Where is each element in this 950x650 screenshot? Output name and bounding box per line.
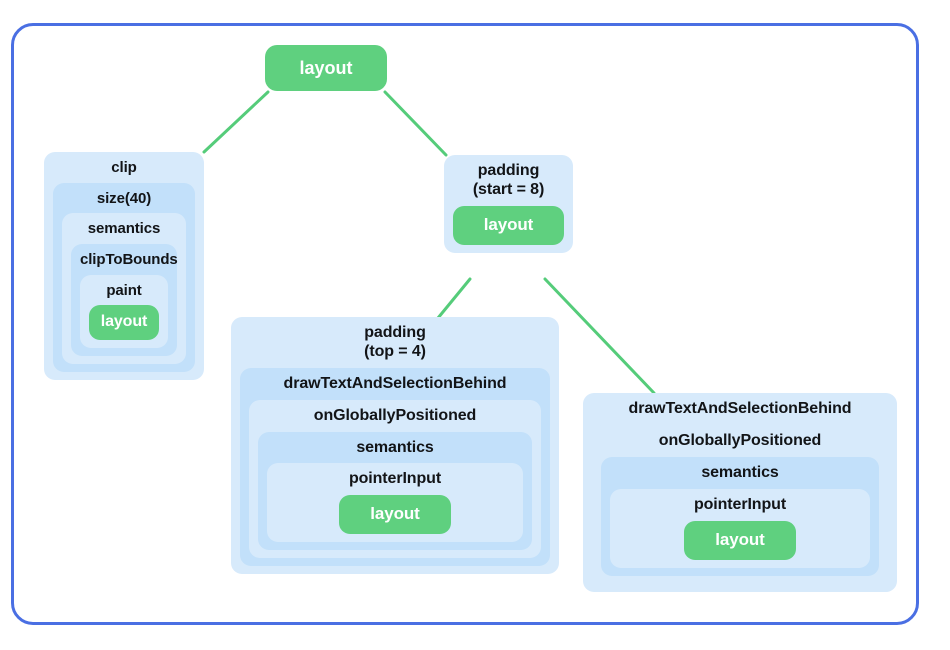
node-root-layout[interactable]: layout	[265, 45, 387, 91]
modifier-padding-start[interactable]: padding (start = 8) layout	[444, 155, 573, 253]
stack-draw-text: drawTextAndSelectionBehind onGloballyPos…	[583, 393, 897, 592]
modifier-draw-text-and-selection-behind[interactable]: drawTextAndSelectionBehind onGloballyPos…	[240, 367, 550, 567]
modifier-pointer-input[interactable]: pointerInput layout	[267, 463, 523, 543]
modifier-pointer-input-label: pointerInput	[348, 470, 442, 488]
modifier-on-globally-positioned-label: onGloballyPositioned	[313, 406, 477, 424]
modifier-pointer-input-right-label: pointerInput	[693, 495, 787, 513]
modifier-padding-top-label: padding (top = 4)	[364, 324, 426, 360]
modifier-semantics-right[interactable]: semantics pointerInput layout	[601, 456, 879, 576]
modifier-paint[interactable]: paint layout	[80, 274, 168, 349]
modifier-padding-start-label: padding (start = 8)	[472, 162, 545, 198]
modifier-semantics-right-label: semantics	[701, 463, 779, 481]
stack-padding-start: padding (start = 8) layout	[444, 155, 573, 253]
node-padding-start-layout[interactable]: layout	[453, 205, 564, 245]
node-clip-layout[interactable]: layout	[89, 305, 159, 341]
modifier-draw-text-and-selection-behind-right[interactable]: drawTextAndSelectionBehind onGloballyPos…	[583, 393, 897, 592]
modifier-on-globally-positioned-right-label: onGloballyPositioned	[658, 431, 822, 449]
modifier-semantics-mid-label: semantics	[356, 438, 434, 456]
modifier-clip[interactable]: clip size(40) semantics clipToBounds pai…	[44, 152, 204, 381]
modifier-size[interactable]: size(40) semantics clipToBounds paint la…	[53, 182, 195, 373]
node-draw-text-layout[interactable]: layout	[684, 520, 796, 560]
modifier-paint-label: paint	[106, 281, 142, 299]
modifier-semantics-label: semantics	[87, 220, 161, 238]
modifier-semantics[interactable]: semantics clipToBounds paint layout	[62, 213, 186, 365]
stack-clip: clip size(40) semantics clipToBounds pai…	[44, 152, 204, 381]
modifier-clip-to-bounds-label: clipToBounds	[80, 251, 178, 269]
modifier-clip-to-bounds[interactable]: clipToBounds paint layout	[71, 244, 178, 357]
node-padding-top-layout[interactable]: layout	[339, 495, 451, 535]
modifier-size-label: size(40)	[96, 189, 152, 207]
modifier-on-globally-positioned-right[interactable]: onGloballyPositioned semantics pointerIn…	[592, 424, 888, 584]
modifier-padding-top[interactable]: padding (top = 4) drawTextAndSelectionBe…	[231, 317, 559, 575]
modifier-semantics-mid[interactable]: semantics pointerInput layout	[258, 431, 532, 551]
modifier-clip-label: clip	[111, 159, 137, 176]
modifier-draw-text-and-selection-behind-label: drawTextAndSelectionBehind	[283, 374, 507, 392]
stack-padding-top: padding (top = 4) drawTextAndSelectionBe…	[231, 317, 559, 575]
modifier-on-globally-positioned[interactable]: onGloballyPositioned semantics pointerIn…	[249, 399, 541, 559]
modifier-draw-text-and-selection-behind-right-label: drawTextAndSelectionBehind	[628, 400, 852, 417]
modifier-pointer-input-right[interactable]: pointerInput layout	[610, 488, 870, 568]
